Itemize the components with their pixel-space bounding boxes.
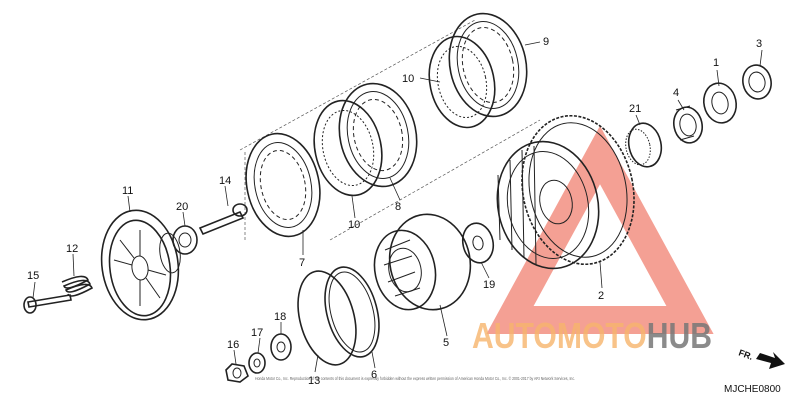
label-part-17[interactable]: 17	[251, 327, 263, 339]
part-17-lock-washer	[248, 352, 266, 374]
part-5-clutch-center	[373, 213, 472, 311]
label-part-21[interactable]: 21	[629, 103, 641, 115]
label-part-3[interactable]: 3	[756, 38, 762, 50]
label-part-13[interactable]: 13	[308, 375, 320, 387]
part-2-clutch-outer	[496, 114, 635, 270]
label-part-8[interactable]: 8	[395, 201, 401, 213]
label-part-18[interactable]: 18	[274, 311, 286, 323]
label-part-11[interactable]: 11	[122, 185, 133, 197]
label-part-16[interactable]: 16	[227, 339, 239, 351]
label-part-6[interactable]: 6	[371, 369, 377, 381]
part-15-bolt	[23, 294, 72, 314]
part-12-clutch-spring	[61, 275, 93, 297]
svg-text:AUTOMOTOHUB: AUTOMOTOHUB	[472, 315, 712, 356]
label-part-19[interactable]: 19	[483, 279, 495, 291]
part-number-labels: 1 2 3 4 5 6 7 8 9 10 10 11 12 13 14 15 1…	[27, 36, 762, 387]
part-10-clutch-plate-upper	[428, 35, 496, 129]
label-part-5[interactable]: 5	[443, 337, 449, 349]
label-part-9[interactable]: 9	[543, 36, 549, 48]
label-part-1[interactable]: 1	[713, 57, 719, 69]
part-14-lifter-rod	[198, 203, 248, 236]
part-7-friction-disc	[245, 132, 321, 238]
copyright-notice: Honda Motor Co., Inc. Reproduction of th…	[255, 375, 575, 381]
part-6-judder-spring	[324, 266, 380, 358]
label-part-20[interactable]: 20	[176, 201, 188, 213]
part-21-needle-bearing	[625, 122, 663, 168]
label-part-7[interactable]: 7	[299, 257, 305, 269]
label-part-14[interactable]: 14	[219, 175, 231, 187]
part-1-guide	[703, 82, 737, 124]
front-direction-indicator: FR.	[737, 347, 785, 369]
label-part-2[interactable]: 2	[598, 290, 604, 302]
front-arrow-icon	[756, 352, 785, 369]
part-8-friction-disc	[338, 82, 418, 188]
watermark-brand-orange: AUTOMOTO	[472, 315, 647, 356]
diagram-code: MJCHE0800	[724, 384, 781, 395]
watermark-logo: AUTOMOTOHUB	[472, 315, 712, 356]
part-4-collar	[673, 105, 703, 144]
part-3-bush	[742, 64, 772, 100]
part-18-thrust-washer	[270, 333, 292, 361]
watermark-brand-dark: HUB	[647, 315, 712, 356]
label-part-4[interactable]: 4	[673, 87, 679, 99]
leader-lines	[32, 41, 763, 373]
part-9-friction-disc	[448, 12, 528, 118]
label-part-12[interactable]: 12	[66, 243, 78, 255]
part-10-clutch-plate-lower	[313, 99, 383, 197]
part-11-pressure-plate	[100, 209, 181, 321]
part-19-thrust-washer	[461, 222, 495, 264]
fr-label: FR.	[737, 347, 754, 361]
part-13-spring-seat	[297, 270, 357, 366]
label-part-15[interactable]: 15	[27, 270, 39, 282]
label-part-10-lower[interactable]: 10	[348, 219, 360, 231]
assembly-guide-lines	[239, 19, 541, 241]
label-part-10-upper[interactable]: 10	[402, 73, 414, 85]
part-16-lock-nut	[225, 363, 249, 383]
watermark-triangle	[486, 125, 714, 334]
